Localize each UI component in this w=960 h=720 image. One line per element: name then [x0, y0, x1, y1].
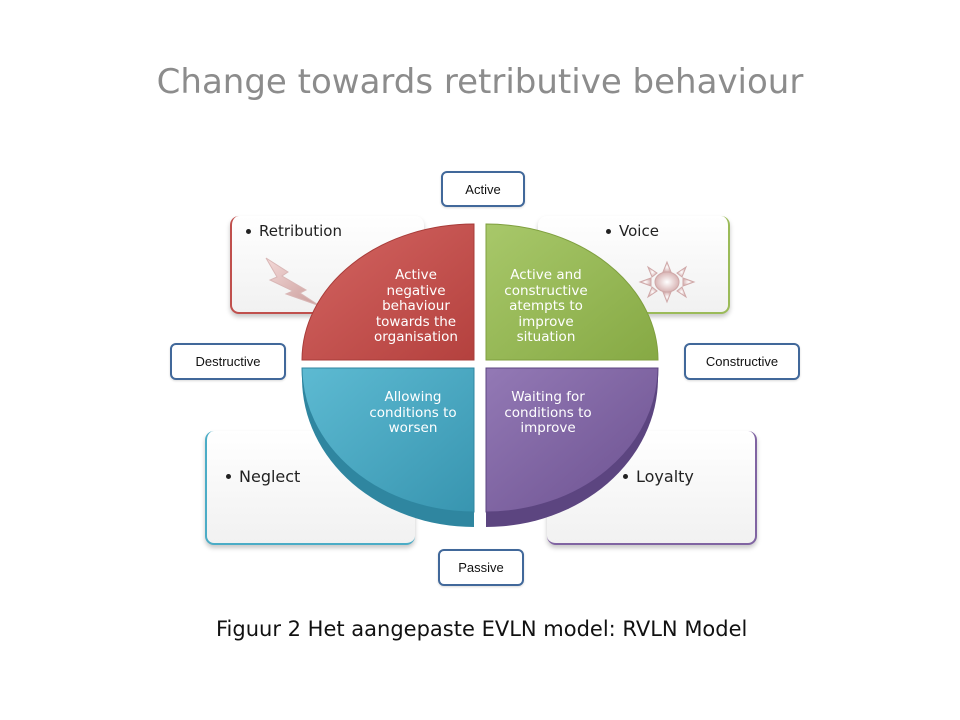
retribution-quadrant: [301, 223, 475, 361]
card-label-neglect: Neglect: [226, 467, 300, 486]
quadrant-text-loyalty: Waiting for conditions to improve: [504, 389, 592, 436]
quadrant-text-retribution: Active negative behaviour towards the or…: [374, 267, 458, 345]
bullet-icon: [623, 474, 628, 479]
voice-quadrant: [485, 223, 659, 361]
card-label-voice: Voice: [606, 222, 659, 240]
neglect-quadrant: [301, 367, 475, 513]
quadrant-text-neglect: Allowing conditions to worsen: [369, 389, 457, 436]
figure-caption: Figuur 2 Het aangepaste EVLN model: RVLN…: [216, 617, 748, 641]
bullet-icon: [606, 228, 611, 234]
card-label-loyalty: Loyalty: [623, 467, 694, 486]
bullet-icon: [226, 474, 231, 479]
page-title: Change towards retributive behaviour: [156, 62, 804, 102]
axis-label-destructive: Destructive: [170, 343, 286, 380]
bullet-icon: [246, 228, 251, 234]
axis-label-constructive: Constructive: [684, 343, 800, 380]
axis-label-passive: Passive: [438, 549, 524, 586]
sun-icon: [638, 260, 696, 304]
loyalty-quadrant: [485, 367, 659, 513]
card-label-retribution: Retribution: [246, 222, 342, 240]
quadrant-text-voice: Active and constructive atempts to impro…: [504, 267, 588, 345]
axis-label-active: Active: [441, 171, 525, 207]
